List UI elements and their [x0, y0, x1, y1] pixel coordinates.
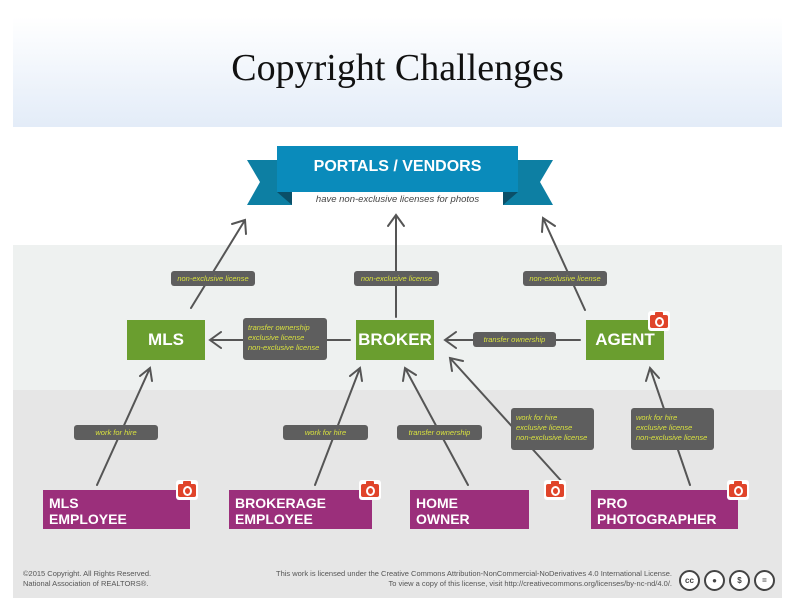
title-band	[13, 17, 782, 127]
arrow-agent-portal	[541, 216, 586, 311]
arrow-mls-portal	[190, 218, 247, 309]
label-brokemp: work for hire	[283, 425, 368, 440]
banner-subtitle: have non-exclusive licenses for photos	[315, 194, 480, 205]
attribution-icon: ●	[704, 570, 725, 591]
arrow-broker-portal	[387, 213, 405, 318]
label-mls-portal: non-exclusive license	[171, 271, 255, 286]
camera-icon	[544, 480, 566, 500]
label-agent-broker: transfer ownership	[473, 332, 556, 347]
footer-copyright: ©2015 Copyright. All Rights Reserved.Nat…	[23, 569, 152, 588]
noderivatives-icon: =	[754, 570, 775, 591]
banner-title: PORTALS / VENDORS	[313, 158, 482, 175]
label-mlsemp: work for hire	[74, 425, 158, 440]
arrow-pro-broker	[448, 356, 566, 486]
cc-icon: cc	[679, 570, 700, 591]
noncommercial-icon: $	[729, 570, 750, 591]
label-agent-portal: non-exclusive license	[523, 271, 607, 286]
label-broker-portal: non-exclusive license	[354, 271, 439, 286]
footer-license: This work is licensed under the Creative…	[275, 569, 672, 588]
banner-main	[277, 146, 518, 192]
camera-icon	[648, 311, 670, 331]
node-mls: MLS	[127, 320, 205, 360]
page-title: Copyright Challenges	[231, 47, 564, 89]
camera-icon	[359, 480, 381, 500]
node-broker: BROKER	[356, 320, 434, 360]
label-home: transfer ownership	[397, 425, 482, 440]
camera-icon	[727, 480, 749, 500]
camera-icon	[176, 480, 198, 500]
